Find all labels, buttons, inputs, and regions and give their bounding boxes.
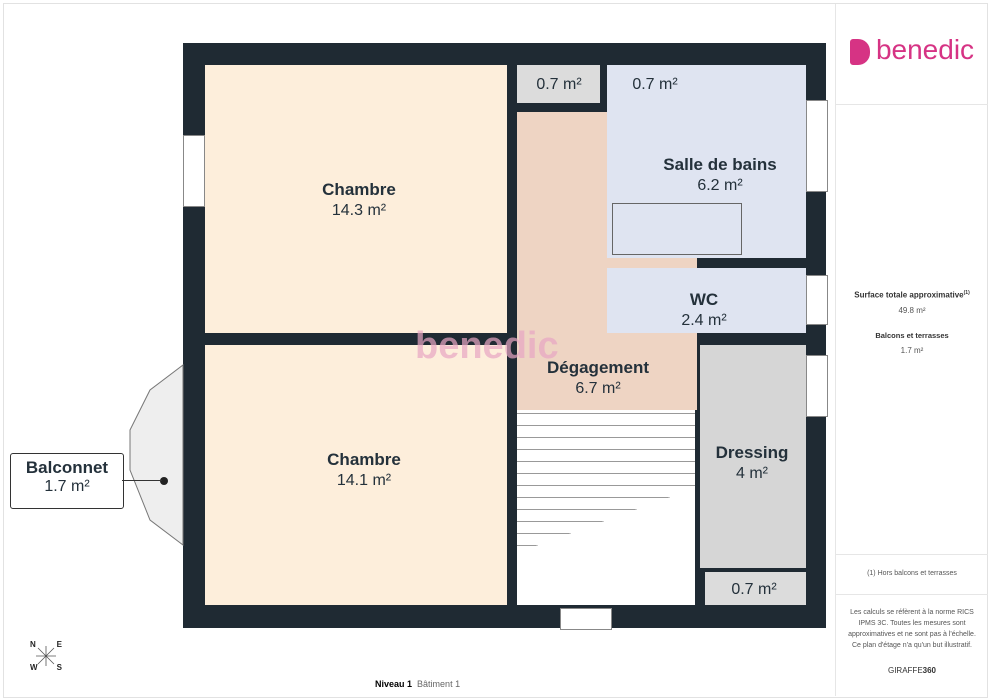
balconnet-shape[interactable] [128, 360, 188, 550]
total-label: Surface totale approximative(1) [854, 290, 970, 300]
footnote: (1) Hors balcons et terrasses [867, 570, 957, 577]
summary-panel: benedic Surface totale approximative(1) … [835, 4, 988, 696]
page-frame [3, 3, 988, 698]
room-closet-1[interactable] [517, 65, 600, 103]
label-closet-2: 0.7 m² [632, 76, 678, 93]
label-closet-1: 0.7 m² [536, 76, 582, 93]
footer-level: Niveau 1 Bâtiment 1 [375, 679, 461, 689]
total-value: 49.8 m² [898, 306, 926, 315]
brand-logo: benedic [836, 34, 988, 66]
room-wc[interactable] [607, 268, 806, 333]
watermark-logo: benedic [415, 325, 559, 367]
bathtub [612, 203, 742, 255]
balcony-value: 1.7 m² [900, 346, 924, 355]
room-closet-3[interactable] [705, 572, 806, 605]
room-chambre-2[interactable] [205, 345, 507, 605]
room-salle-de-bains[interactable] [607, 65, 806, 258]
room-dressing[interactable] [700, 345, 806, 568]
balcony-label: Balcons et terrasses [875, 331, 949, 340]
label-balconnet: Balconnet 1.7 m² [10, 453, 124, 509]
label-closet-3: 0.7 m² [731, 581, 777, 598]
room-chambre-1[interactable] [205, 65, 507, 333]
credit: GIRAFFE360 [887, 666, 937, 675]
disclaimer: Les calculs se réfèrent à la norme RICS … [848, 609, 976, 649]
